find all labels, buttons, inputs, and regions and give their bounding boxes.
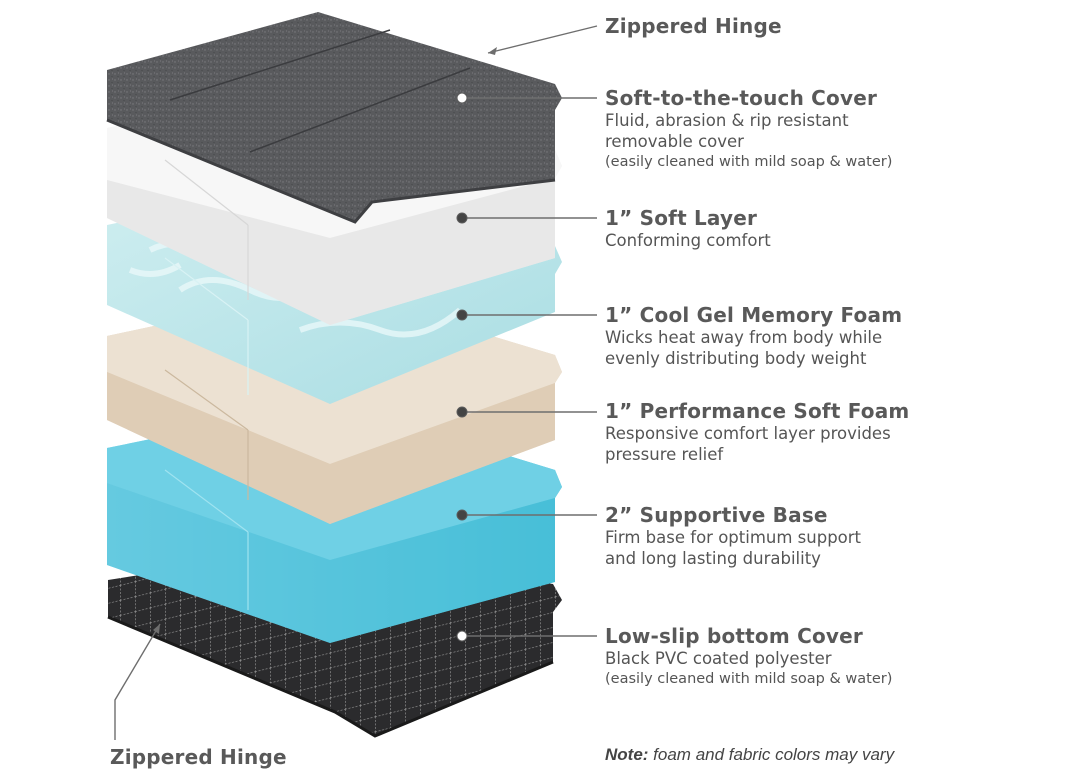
top-hinge-label: Zippered Hinge (605, 14, 782, 38)
layer-label-soft: 1” Soft Layer Conforming comfort (605, 206, 771, 251)
layer-desc-line: Black PVC coated polyester (605, 649, 832, 668)
layer-desc-line: removable cover (605, 132, 744, 151)
bottom-hinge-label: Zippered Hinge (110, 745, 287, 769)
layer-title: 1” Performance Soft Foam (605, 399, 910, 423)
layer-label-performance: 1” Performance Soft Foam Responsive comf… (605, 399, 909, 465)
layer-label-base: 2” Supportive Base Firm base for optimum… (605, 503, 861, 569)
layer-desc-small: (easily cleaned with mild soap & water) (605, 154, 893, 170)
layer-label-bottom: Low-slip bottom Cover Black PVC coated p… (605, 624, 892, 690)
colors-note: Note: foam and fabric colors may vary (605, 745, 894, 765)
layer-title: 2” Supportive Base (605, 503, 828, 527)
layer-title: 1” Soft Layer (605, 206, 758, 230)
layer-title: 1” Cool Gel Memory Foam (605, 303, 903, 327)
layer-desc-small: (easily cleaned with mild soap & water) (605, 671, 893, 687)
arrowhead-bottom-hinge (153, 624, 160, 634)
layer-label-gel: 1” Cool Gel Memory Foam Wicks heat away … (605, 303, 902, 369)
layer-desc-line: Firm base for optimum support (605, 528, 862, 547)
layer-desc-line: evenly distributing body weight (605, 349, 867, 368)
layer-title: Low-slip bottom Cover (605, 624, 863, 648)
layer-desc-line: Fluid, abrasion & rip resistant (605, 111, 849, 130)
layer-desc-line: pressure relief (605, 445, 724, 464)
note-label: Note: (605, 745, 649, 764)
layer-desc-line: Conforming comfort (605, 231, 771, 250)
leader-line-bottom-hinge (114, 623, 161, 740)
leader-line-top-hinge (487, 25, 598, 54)
note-text: foam and fabric colors may vary (648, 745, 895, 764)
arrowhead-top-hinge (488, 47, 497, 55)
layer-desc-line: Responsive comfort layer provides (605, 424, 891, 443)
layer-title: Soft-to-the-touch Cover (605, 86, 878, 110)
top-cover-layer (106, 12, 562, 224)
layer-desc-line: Wicks heat away from body while (605, 328, 883, 347)
leader-lines (114, 25, 598, 740)
layer-label-cover: Soft-to-the-touch Cover Fluid, abrasion … (605, 86, 892, 173)
leader-dots (456, 92, 468, 642)
layer-desc-line: and long lasting durability (605, 549, 821, 568)
